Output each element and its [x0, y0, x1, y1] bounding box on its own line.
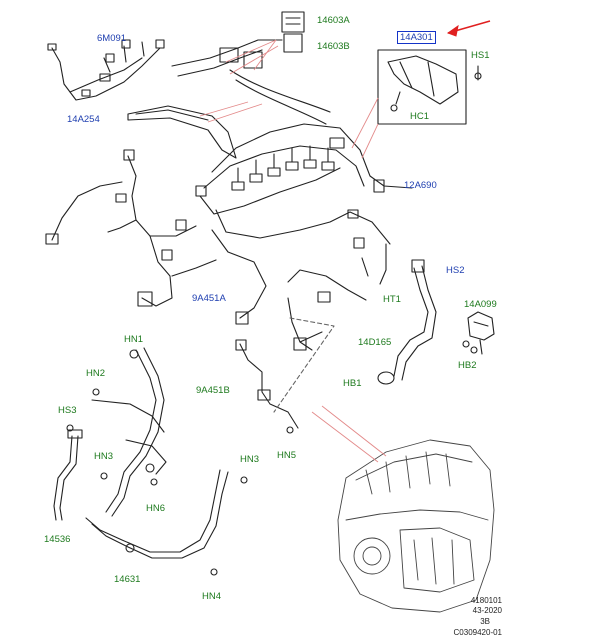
- callout-14a254: 14A254: [67, 114, 100, 125]
- callout-9a451b: 9A451B: [196, 385, 230, 396]
- callout-14631: 14631: [114, 574, 141, 585]
- engine-harness-12a690: [195, 123, 413, 285]
- harness-9a451b: [235, 269, 367, 429]
- callout-hb2: HB2: [458, 360, 477, 371]
- sensor-harness-6m091: [47, 39, 165, 101]
- detail-inset: [377, 49, 482, 125]
- callout-14536: 14536: [44, 534, 71, 545]
- callout-14603b: 14603B: [317, 41, 350, 52]
- engine-block: [337, 439, 495, 613]
- callout-14a301: 14A301: [397, 31, 436, 44]
- coolant-harness-14631: [85, 347, 229, 559]
- callout-hb1: HB1: [343, 378, 362, 389]
- harness-9a451a: [45, 149, 267, 325]
- footer-ref-4: C0309420-01: [453, 628, 502, 637]
- tube-14536: [53, 429, 83, 521]
- callout-9a451a: 9A451A: [192, 293, 226, 304]
- callout-hn1: HN1: [124, 334, 144, 345]
- hose-14603: [171, 11, 331, 125]
- callout-ht1: HT1: [383, 294, 401, 305]
- red-arrow: [446, 20, 491, 37]
- callout-hs3: HS3: [58, 405, 77, 416]
- callout-hn2: HN2: [86, 368, 106, 379]
- leader-lines-red: [199, 39, 387, 463]
- coolant-tube-14d165: [377, 259, 437, 385]
- callout-hn3-left: HN3: [94, 451, 114, 462]
- tube-14a254: [127, 105, 237, 159]
- footer-ref-1: 4180101: [470, 596, 502, 605]
- callout-hs2: HS2: [446, 265, 465, 276]
- callout-14a099: 14A099: [464, 299, 497, 310]
- callout-12a690: 12A690: [404, 180, 437, 191]
- callout-14d165: 14D165: [358, 337, 392, 348]
- callout-hs1: HS1: [471, 50, 490, 61]
- callout-hn3-right: HN3: [240, 454, 260, 465]
- thermostat-14a099: [462, 311, 495, 355]
- fasteners: [66, 346, 478, 576]
- callout-hn4: HN4: [202, 591, 222, 602]
- footer-ref-2: 43-2020: [472, 606, 502, 615]
- dashed-callout: [273, 317, 335, 413]
- callout-hc1: HC1: [410, 111, 430, 122]
- callout-6m091: 6M091: [97, 33, 127, 44]
- footer-ref-3: 3B: [480, 617, 490, 626]
- callout-14603a: 14603A: [317, 15, 350, 26]
- callout-hn5: HN5: [277, 450, 297, 461]
- callout-hn6: HN6: [146, 503, 166, 514]
